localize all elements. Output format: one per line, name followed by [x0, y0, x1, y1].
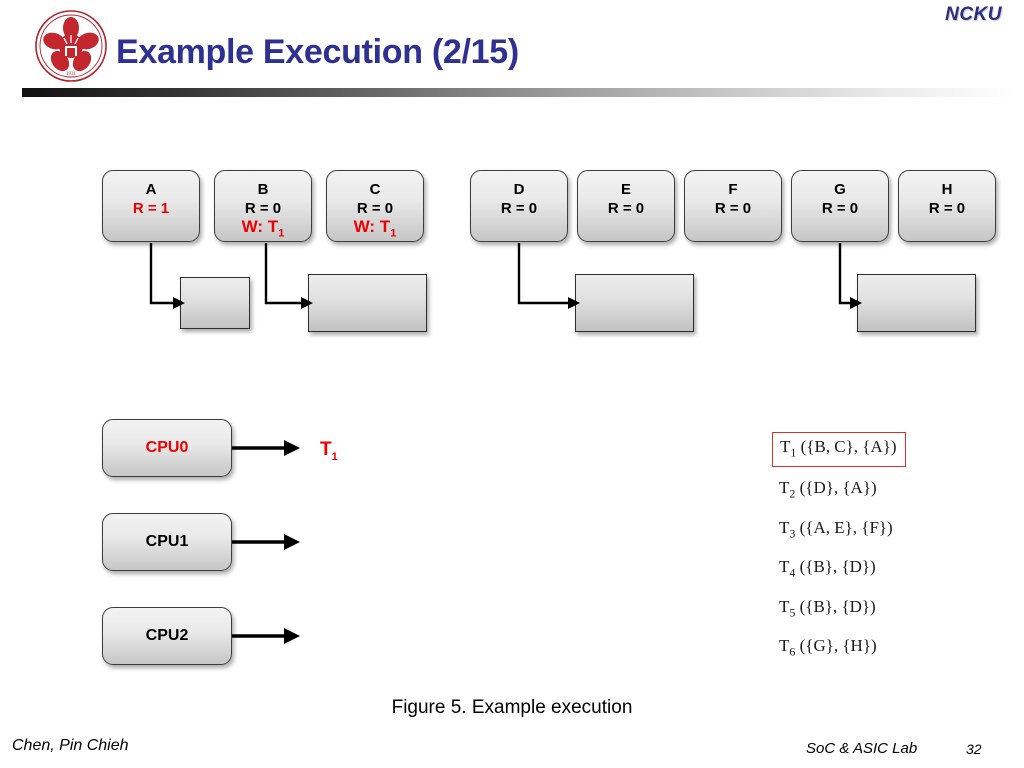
task-list-row: T1 ({B, C}, {A}) — [772, 432, 906, 471]
queue-b — [308, 274, 427, 332]
node-queue-connectors — [149, 243, 862, 309]
task-list-row: T3 ({A, E}, {F}) — [772, 511, 906, 550]
node-write-text: W: T — [241, 217, 279, 236]
node-write-text: W: T — [353, 217, 391, 236]
node-g: G R = 0 — [791, 170, 889, 242]
task-item-3: T3 ({A, E}, {F}) — [772, 511, 906, 550]
task-name: T — [780, 437, 791, 456]
footer-author: Chen, Pin Chieh — [12, 737, 129, 754]
node-register-value: R = 0 — [500, 200, 538, 217]
node-label: B — [257, 181, 269, 198]
task-item-5: T5 ({B}, {D}) — [772, 590, 906, 629]
node-label: A — [145, 181, 157, 198]
task-args: ({D}, {A}) — [795, 478, 877, 498]
task-name: T — [779, 557, 790, 577]
node-h: H R = 0 — [898, 170, 996, 242]
node-label: H — [941, 181, 953, 198]
task-args: ({B, C}, {A}) — [796, 437, 897, 456]
page-title: Example Execution (2/15) — [116, 33, 519, 71]
cpu-box-cpu1: CPU1 — [102, 513, 232, 571]
cpu-task-label: T1 — [320, 439, 338, 463]
cpu-arrows — [232, 440, 300, 644]
task-index: 6 — [789, 644, 796, 659]
task-list-row: T5 ({B}, {D}) — [772, 590, 906, 629]
task-name: T — [779, 596, 790, 616]
node-d: D R = 0 — [470, 170, 568, 242]
node-register-value: R = 0 — [607, 200, 645, 217]
cpu-label: CPU2 — [145, 627, 189, 644]
task-args: ({G}, {H}) — [795, 635, 877, 655]
node-a: A R = 1 — [102, 170, 200, 242]
task-item-6: T6 ({G}, {H}) — [772, 629, 906, 668]
node-f: F R = 0 — [684, 170, 782, 242]
ncku-wordmark: NCKU — [945, 4, 1002, 25]
task-name: T — [779, 517, 790, 537]
svg-text:1931: 1931 — [66, 72, 77, 77]
task-list-row: T2 ({D}, {A}) — [772, 471, 906, 510]
cpu-box-cpu0: CPU0 — [102, 419, 232, 477]
task-list: T1 ({B, C}, {A})T2 ({D}, {A})T3 ({A, E},… — [772, 432, 906, 668]
node-write-subscript: 1 — [390, 227, 397, 240]
node-label: C — [369, 181, 381, 198]
task-index: 1 — [790, 445, 797, 460]
task-list-row: T6 ({G}, {H}) — [772, 629, 906, 668]
node-label: E — [620, 181, 631, 198]
cpu-box-cpu2: CPU2 — [102, 607, 232, 665]
cpu-task-label-text: T — [320, 439, 332, 460]
node-register-value: R = 0 — [714, 200, 752, 217]
header-divider — [22, 88, 1014, 97]
node-write-subscript: 1 — [278, 227, 285, 240]
node-register-value: R = 0 — [928, 200, 966, 217]
node-write-tag: W: T1 — [215, 218, 311, 242]
task-index: 2 — [789, 486, 796, 501]
footer-page-number: 32 — [966, 741, 982, 757]
node-label: D — [513, 181, 525, 198]
figure-caption: Figure 5. Example execution — [391, 697, 633, 718]
task-index: 4 — [789, 565, 796, 580]
task-list-row: T4 ({B}, {D}) — [772, 550, 906, 589]
task-item-1: T1 ({B, C}, {A}) — [772, 432, 906, 468]
queue-g — [857, 274, 976, 332]
node-register-value: R = 0 — [244, 200, 282, 217]
footer-lab: SoC & ASIC Lab — [806, 740, 918, 757]
node-write-tag: W: T1 — [327, 218, 423, 242]
cpu-task-label-subscript: 1 — [331, 450, 338, 463]
slide-header: 1931 NCKU Example Execution (2/15) — [0, 0, 1024, 100]
node-label: F — [728, 181, 738, 198]
task-args: ({B}, {D}) — [795, 596, 876, 616]
queue-a — [180, 277, 250, 329]
task-item-4: T4 ({B}, {D}) — [772, 550, 906, 589]
task-index: 3 — [789, 526, 796, 541]
cpu-label: CPU1 — [145, 533, 189, 550]
node-label: G — [834, 181, 846, 198]
ncku-crest-logo-icon: 1931 — [33, 8, 109, 84]
node-e: E R = 0 — [577, 170, 675, 242]
task-args: ({B}, {D}) — [795, 557, 876, 577]
task-index: 5 — [789, 604, 796, 619]
node-register-value: R = 0 — [821, 200, 859, 217]
task-name: T — [779, 635, 790, 655]
task-name: T — [779, 478, 790, 498]
task-item-2: T2 ({D}, {A}) — [772, 471, 906, 510]
node-register-value: R = 1 — [132, 200, 170, 217]
task-args: ({A, E}, {F}) — [795, 517, 893, 537]
cpu-label: CPU0 — [145, 439, 189, 456]
node-register-value: R = 0 — [356, 200, 394, 217]
